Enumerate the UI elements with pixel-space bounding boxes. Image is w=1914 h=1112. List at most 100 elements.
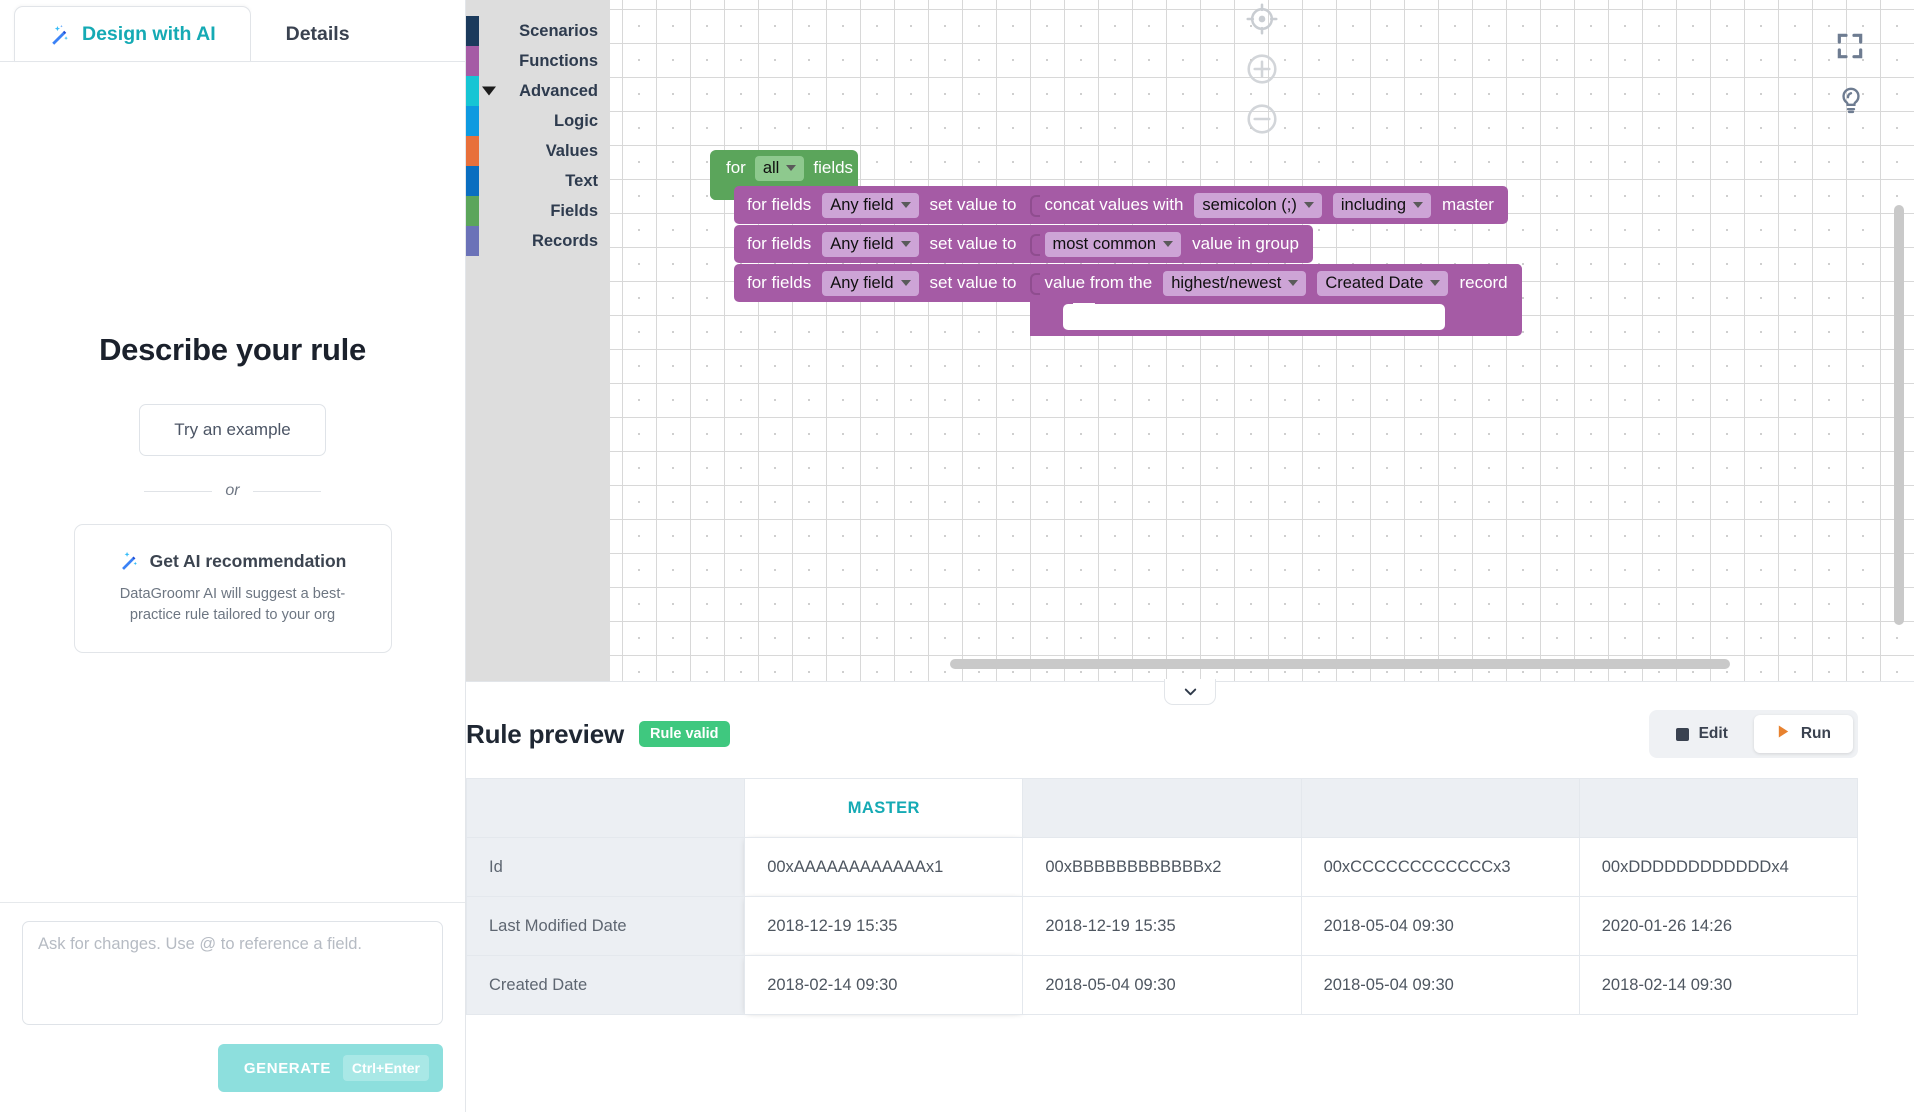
table-cell: 2018-05-04 09:30 — [1300, 896, 1580, 956]
value-prefix-label: value from the — [1044, 273, 1153, 292]
row-prefix-label: for fields — [747, 234, 812, 253]
loop-header: for all fields — [710, 150, 858, 186]
rule-editor: Scenarios Functions Advanced Logic — [466, 0, 1914, 705]
edit-label: Edit — [1698, 725, 1728, 742]
order-value: highest/newest — [1171, 273, 1282, 292]
date-field-dropdown[interactable]: Created Date — [1317, 270, 1449, 296]
chevron-down-icon — [900, 241, 911, 247]
chevron-down-icon — [1413, 202, 1423, 208]
toolbox-item-label: Records — [531, 231, 598, 250]
or-label: or — [225, 482, 240, 499]
tab-design-with-ai[interactable]: Design with AI — [14, 6, 251, 62]
field-selector-dropdown[interactable]: Any field — [822, 231, 919, 257]
value-from-record-block[interactable]: value from the highest/newest Created Da… — [1040, 264, 1522, 336]
toolbox-item-logic[interactable]: Logic — [466, 106, 610, 136]
category-color-swatch — [466, 16, 479, 46]
category-color-swatch — [466, 226, 479, 256]
collapse-editor-button[interactable] — [1164, 679, 1216, 705]
aggregate-dropdown[interactable]: most common — [1044, 231, 1182, 257]
set-value-statement[interactable]: for fields Any field set value to — [734, 186, 1030, 224]
get-ai-recommendation-card[interactable]: Get AI recommendation DataGroomr AI will… — [73, 524, 392, 654]
rule-preview-header: Rule preview Rule valid Edit Run — [466, 710, 1858, 758]
row-label: Created Date — [465, 955, 746, 1015]
run-button[interactable]: Run — [1753, 715, 1853, 753]
statement-row[interactable]: for fields Any field set value to — [734, 186, 1522, 224]
toolbox-item-label: Logic — [554, 111, 598, 130]
row-label: Last Modified Date — [465, 896, 746, 956]
workspace-horizontal-scrollbar[interactable] — [950, 659, 1730, 669]
toolbox-item-functions[interactable]: Functions — [466, 46, 610, 76]
separator-dropdown[interactable]: semicolon (;) — [1194, 192, 1322, 218]
try-an-example-button[interactable]: Try an example — [139, 404, 326, 456]
value-from-record-row: value from the highest/newest Created Da… — [1040, 264, 1522, 302]
loop-scope-value: all — [762, 158, 780, 177]
composer: GENERATE Ctrl+Enter — [0, 902, 465, 1112]
toolbox-item-text[interactable]: Text — [466, 166, 610, 196]
center-target-icon[interactable] — [1243, 0, 1281, 38]
tab-details[interactable]: Details — [250, 6, 385, 62]
column-header-master: MASTER — [744, 778, 1024, 838]
table-corner-cell — [465, 778, 746, 838]
edit-button[interactable]: Edit — [1654, 715, 1750, 753]
toolbox-item-values[interactable]: Values — [466, 136, 610, 166]
blockly-workspace[interactable]: for all fields fo — [610, 0, 1914, 681]
fullscreen-icon[interactable] — [1834, 30, 1866, 62]
workspace-vertical-scrollbar[interactable] — [1894, 205, 1904, 625]
statement-row[interactable]: for fields Any field set value to — [734, 225, 1522, 263]
toolbox-item-records[interactable]: Records — [466, 226, 610, 256]
statement-row[interactable]: for fields Any field set value to — [734, 264, 1522, 336]
field-selector-dropdown[interactable]: Any field — [822, 270, 919, 296]
toolbox-item-label: Values — [545, 141, 598, 160]
generate-button[interactable]: GENERATE Ctrl+Enter — [217, 1044, 443, 1092]
block-stack[interactable]: for all fields fo — [710, 150, 1522, 336]
set-value-statement[interactable]: for fields Any field set value to — [734, 225, 1030, 263]
ask-for-changes-input[interactable] — [22, 921, 443, 1025]
lightbulb-icon[interactable] — [1836, 84, 1866, 116]
magic-wand-icon — [119, 550, 141, 572]
table-cell: 2018-12-19 15:35 — [744, 896, 1024, 956]
table-cell: 2018-02-14 09:30 — [744, 955, 1024, 1015]
most-common-value-block[interactable]: most common value in group — [1040, 225, 1313, 263]
play-icon — [1776, 724, 1791, 744]
tab-label: Details — [285, 23, 350, 45]
category-color-swatch — [466, 166, 479, 196]
for-all-fields-block[interactable]: for all fields fo — [710, 150, 1522, 336]
toolbox-item-advanced[interactable]: Advanced — [466, 76, 610, 106]
chevron-down-icon — [1430, 280, 1441, 286]
chevron-down-icon — [786, 165, 797, 171]
magic-wand-icon — [49, 24, 71, 46]
toolbox-item-label: Advanced — [519, 81, 598, 100]
category-color-swatch — [466, 136, 479, 166]
zoom-in-icon[interactable] — [1243, 50, 1281, 88]
inclusion-value: including — [1340, 195, 1406, 214]
category-color-swatch — [466, 106, 479, 136]
column-header-2 — [1022, 778, 1302, 838]
concat-values-block[interactable]: concat values with semicolon (;) includi… — [1040, 186, 1508, 224]
category-color-swatch — [466, 76, 479, 106]
value-suffix-label: record — [1459, 273, 1508, 292]
set-value-statement[interactable]: for fields Any field set value to — [734, 264, 1030, 302]
table-row: Id 00xAAAAAAAAAAAAx1 00xBBBBBBBBBBBBx2 0… — [465, 837, 1859, 897]
nested-block-slot[interactable] — [1062, 303, 1445, 330]
order-dropdown[interactable]: highest/newest — [1163, 270, 1307, 296]
field-selector-value: Any field — [830, 273, 894, 292]
zoom-controls — [610, 0, 1914, 138]
row-action-label: set value to — [929, 234, 1017, 253]
zoom-out-icon[interactable] — [1243, 100, 1281, 138]
inclusion-dropdown[interactable]: including — [1332, 192, 1431, 218]
field-selector-dropdown[interactable]: Any field — [822, 192, 919, 218]
blockly-toolbox: Scenarios Functions Advanced Logic — [466, 0, 610, 681]
loop-scope-dropdown[interactable]: all — [754, 155, 805, 181]
toolbox-item-scenarios[interactable]: Scenarios — [466, 16, 610, 46]
toolbox-item-label: Text — [565, 171, 598, 190]
chevron-down-icon — [482, 86, 496, 96]
toolbox-item-fields[interactable]: Fields — [466, 196, 610, 226]
page-title: Rule preview — [466, 718, 624, 749]
recommendation-title: Get AI recommendation — [149, 550, 347, 571]
composer-actions: GENERATE Ctrl+Enter — [22, 1044, 443, 1092]
generate-label: GENERATE — [243, 1059, 331, 1077]
run-label: Run — [1800, 725, 1831, 742]
table-cell: 2020-01-26 14:26 — [1578, 896, 1859, 956]
divider-right — [252, 490, 321, 492]
